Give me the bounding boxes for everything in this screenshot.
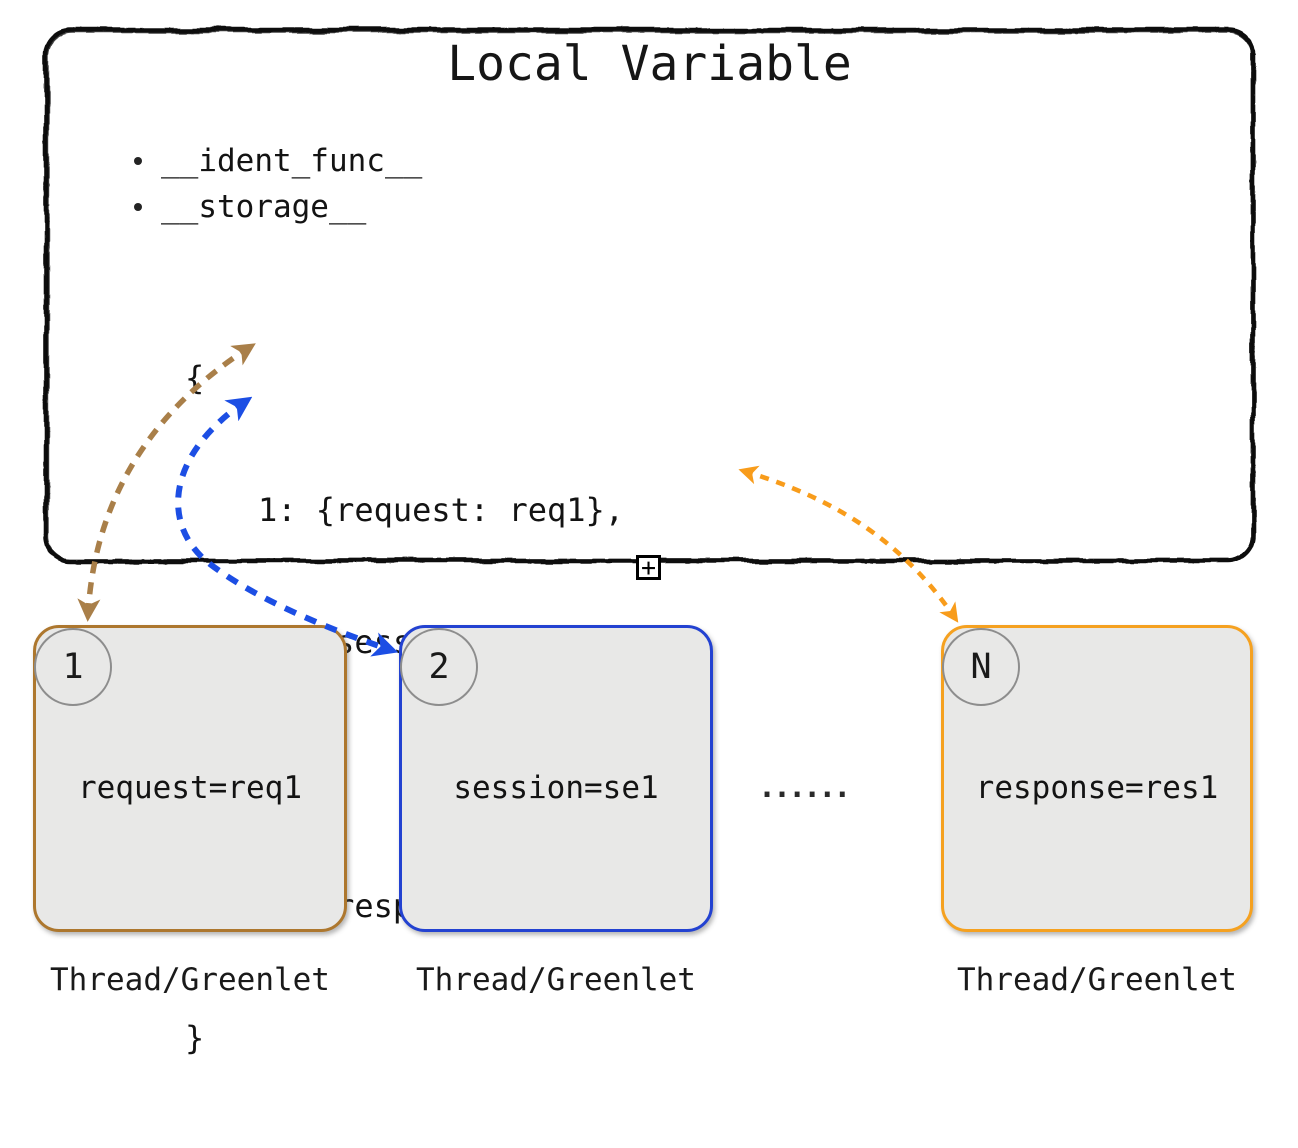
thread-badge-n: N	[942, 628, 1020, 706]
code-open-brace: {	[185, 359, 205, 397]
thread-value-1: request=req1	[78, 770, 302, 806]
bullet-list: __ident_func__ __storage__	[134, 138, 422, 230]
thread-label-1: Thread/Greenlet	[50, 962, 330, 998]
thread-label-2: Thread/Greenlet	[416, 962, 696, 998]
panel-title: Local Variable	[447, 36, 852, 92]
bullet-label-storage: __storage__	[161, 189, 367, 225]
thread-box-n: N response=res1	[941, 625, 1253, 932]
bullet-dot-icon	[134, 157, 142, 165]
thread-value-n: response=res1	[975, 770, 1219, 806]
thread-box-2: 2 session=se1	[399, 625, 713, 932]
collapse-expand-icon[interactable]: +	[636, 555, 661, 580]
ellipsis-separator: ......	[758, 770, 851, 805]
bullet-dot-icon	[134, 203, 142, 211]
bullet-label-ident-func: __ident_func__	[161, 143, 423, 179]
thread-box-1: 1 request=req1	[33, 625, 347, 932]
arrow-entryn-threadn	[738, 465, 959, 623]
code-entry-1: 1: {request: req1},	[258, 491, 625, 529]
thread-value-2: session=se1	[453, 770, 659, 806]
code-close-brace: }	[185, 1019, 205, 1057]
thread-badge-1: 1	[34, 628, 112, 706]
bullet-item: __storage__	[134, 184, 422, 230]
thread-badge-2: 2	[400, 628, 478, 706]
bullet-item: __ident_func__	[134, 138, 422, 184]
diagram-canvas: Local Variable __ident_func__ __storage_…	[33, 27, 1256, 1057]
thread-label-n: Thread/Greenlet	[957, 962, 1237, 998]
